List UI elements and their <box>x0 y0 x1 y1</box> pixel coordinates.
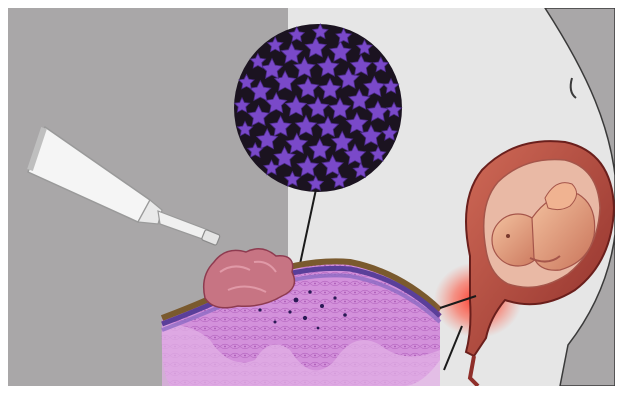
illustration-stage <box>0 0 623 394</box>
hpv-pregnancy-illustration <box>0 0 623 394</box>
